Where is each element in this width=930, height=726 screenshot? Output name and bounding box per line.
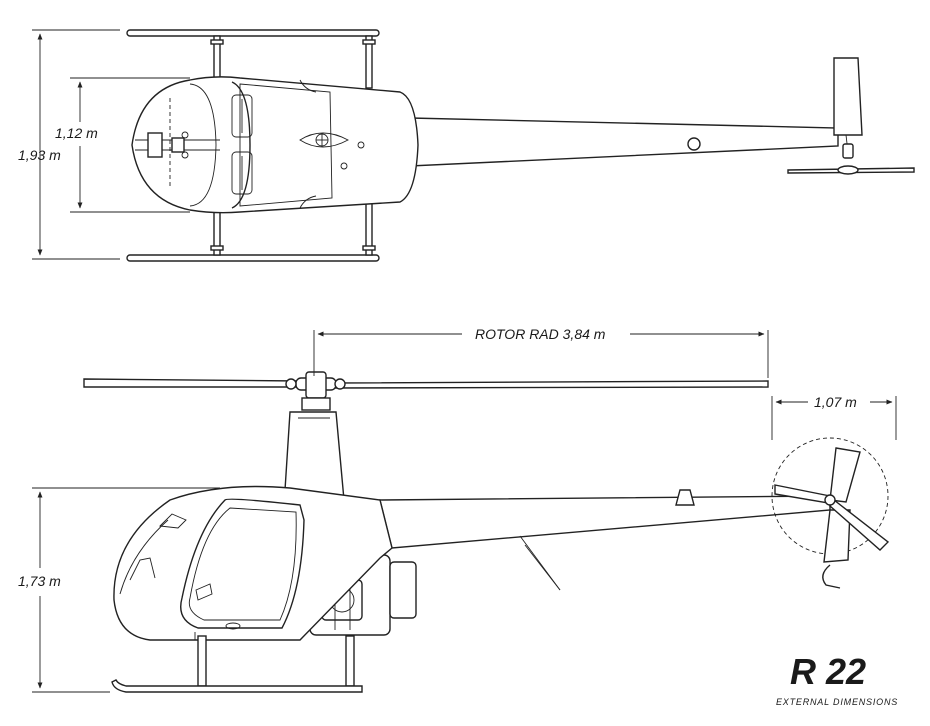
drawing-subtitle: EXTERNAL DIMENSIONS <box>776 697 898 707</box>
top-cabin <box>131 76 419 214</box>
dim-total-width: 1,93 m <box>18 147 61 163</box>
dim-height: 1,73 m <box>18 573 61 589</box>
side-skid <box>111 635 363 693</box>
dim-cabin-width: 1,12 m <box>55 125 98 141</box>
top-dimensions <box>32 29 190 260</box>
side-view: ROTOR RAD 3,84 m 1,07 m 1,73 m <box>18 326 897 693</box>
top-view: 1,12 m 1,93 m <box>18 29 915 262</box>
tail-rotor <box>771 437 890 589</box>
side-cabin <box>113 485 393 641</box>
side-tail-boom <box>379 489 831 591</box>
drawing-title: R 22 <box>790 651 866 692</box>
mast-fairing <box>284 411 345 501</box>
side-dimensions <box>32 330 897 693</box>
top-skids <box>126 29 380 262</box>
dim-tail-rotor: 1,07 m <box>814 394 857 410</box>
cyclic-control <box>135 98 220 188</box>
main-rotor <box>83 371 769 411</box>
top-tail-boom <box>409 57 915 175</box>
dim-rotor-radius: ROTOR RAD 3,84 m <box>475 326 606 342</box>
